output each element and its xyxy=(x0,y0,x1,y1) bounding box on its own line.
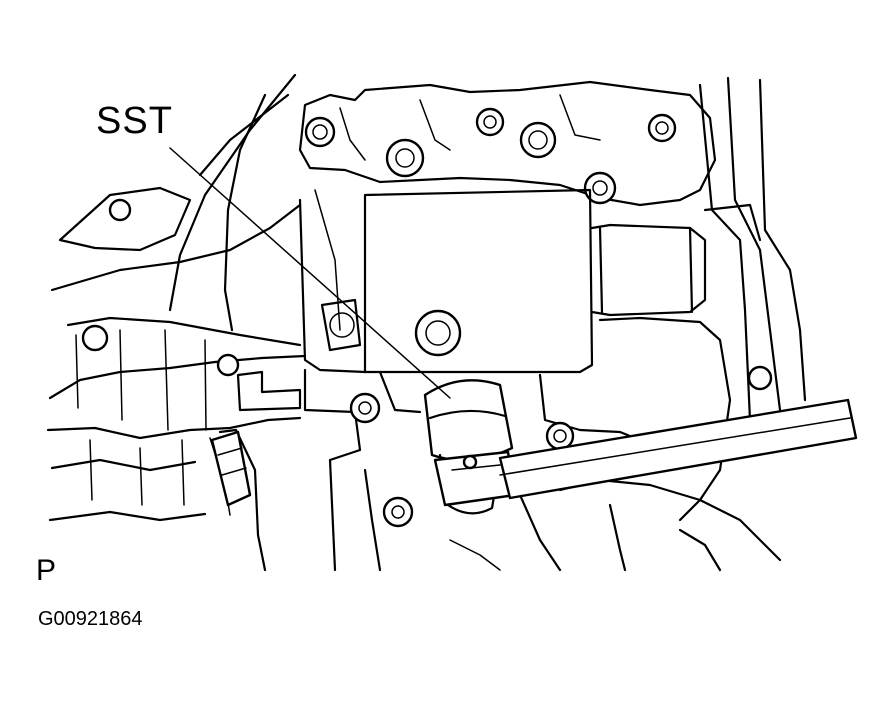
top-flange xyxy=(298,80,717,207)
right-housing xyxy=(598,76,807,522)
sensor-connector xyxy=(210,430,252,507)
main-housing xyxy=(298,188,707,374)
housing-edges xyxy=(168,73,297,332)
sst-socket xyxy=(423,379,517,515)
lower-housing xyxy=(303,368,782,572)
position-label: P xyxy=(36,554,57,587)
sst-callout-label: SST xyxy=(96,100,173,142)
left-housing xyxy=(46,186,307,572)
figure-reference-code: G00921864 xyxy=(38,608,143,630)
sst-handle xyxy=(498,398,858,500)
sst-leader-line xyxy=(169,147,451,399)
